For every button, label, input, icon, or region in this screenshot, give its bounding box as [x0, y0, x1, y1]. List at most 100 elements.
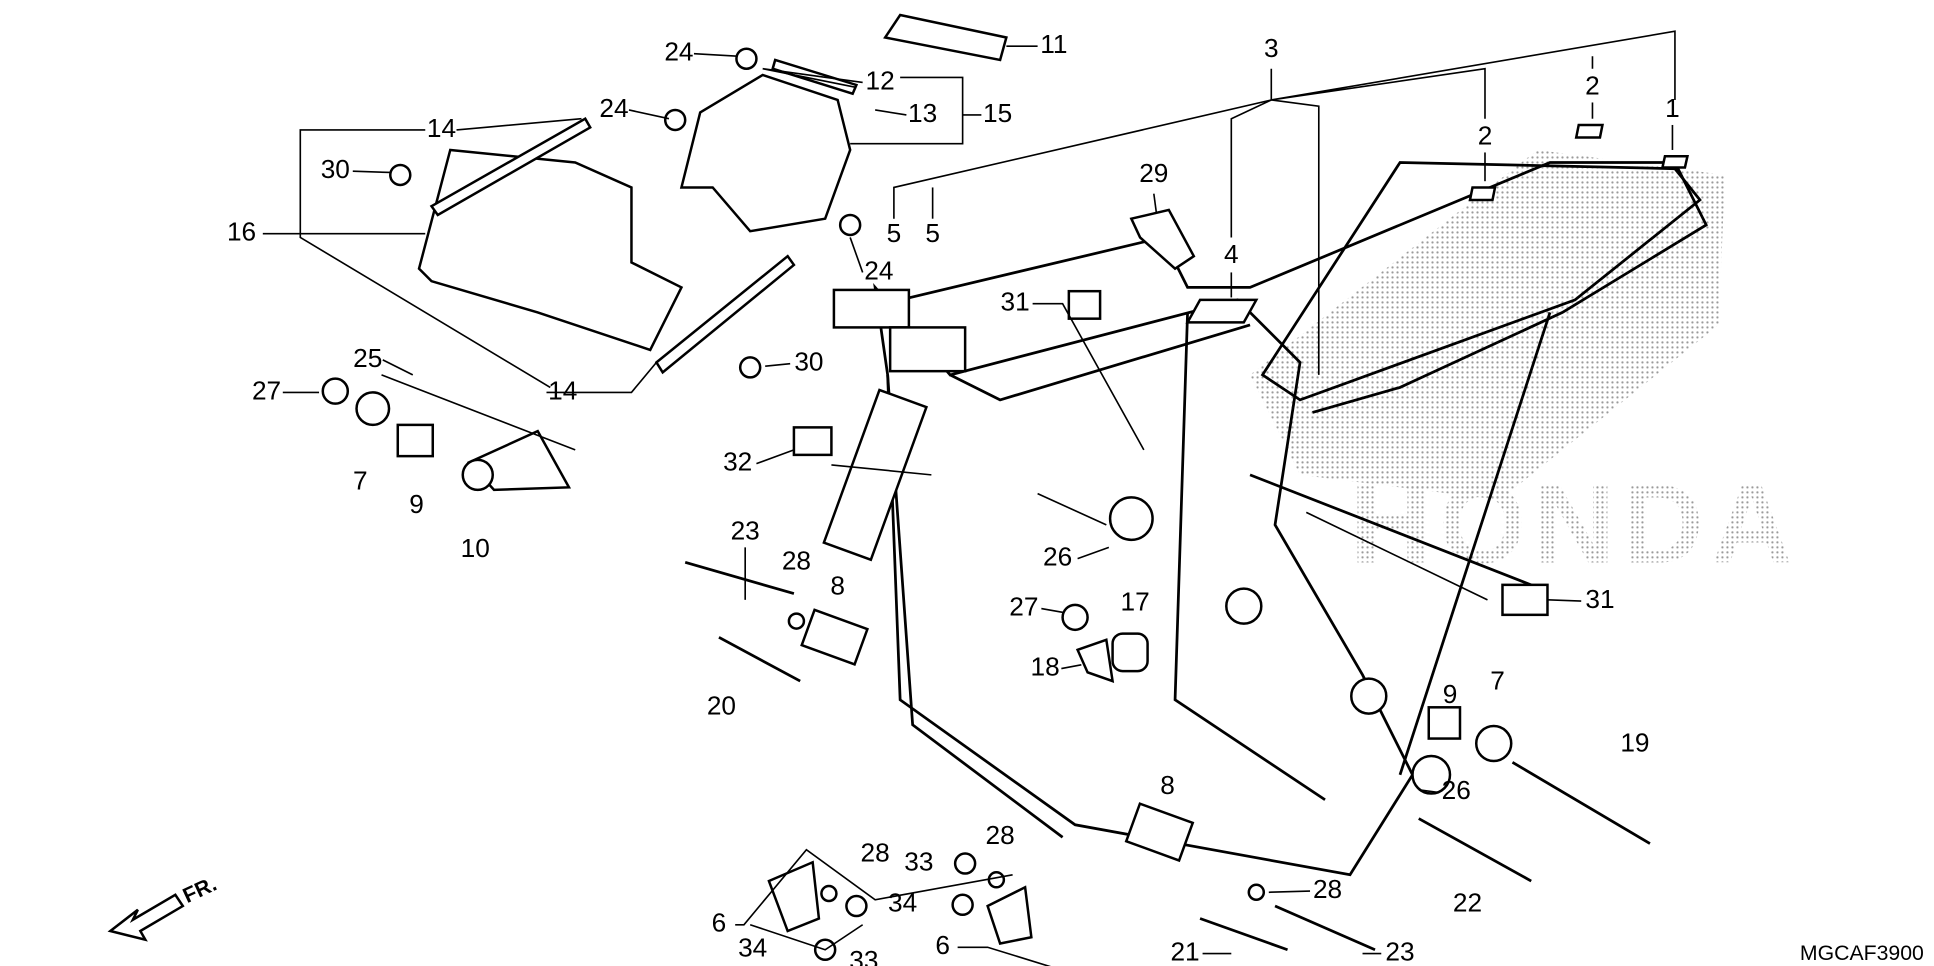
callout-16: 16 — [227, 217, 256, 247]
callout-17: 17 — [1120, 587, 1149, 617]
watermark-text: HONDA — [1350, 460, 1800, 586]
callout-6: 6 — [935, 930, 950, 960]
part-12-strip — [771, 58, 859, 96]
callout-10: 10 — [461, 533, 490, 563]
leader-line — [693, 52, 738, 58]
callout-21: 21 — [1170, 936, 1199, 966]
callout-27: 27 — [1009, 592, 1038, 622]
callout-3: 3 — [1264, 33, 1279, 63]
part-14-strip — [654, 254, 796, 375]
part-31-clip — [1067, 289, 1102, 320]
part-2-label — [1574, 123, 1604, 139]
callout-20: 20 — [707, 690, 736, 720]
callout-31: 31 — [1001, 287, 1030, 317]
leader-line — [762, 67, 863, 89]
callout-15: 15 — [983, 98, 1012, 128]
figure-code: MGCAF3900 — [1800, 941, 1924, 965]
part-1-label — [1660, 154, 1689, 169]
part-26-bushing — [1108, 496, 1154, 542]
callout-23: 23 — [1385, 936, 1414, 966]
honda-watermark: HONDA — [1250, 149, 1800, 586]
part-17-collar — [1111, 632, 1149, 673]
leader-line — [765, 362, 791, 367]
callout-18: 18 — [1031, 652, 1060, 682]
part-29-clamp — [1129, 208, 1196, 271]
callout-7: 7 — [1490, 665, 1505, 695]
callout-13: 13 — [908, 98, 937, 128]
callout-30: 30 — [794, 347, 823, 377]
leader-line — [850, 76, 982, 145]
part-2-label — [1468, 186, 1497, 202]
callout-28: 28 — [986, 820, 1015, 850]
part-7-bushing — [1474, 724, 1513, 763]
callout-34: 34 — [738, 933, 767, 963]
leader-line — [1268, 890, 1311, 894]
part-18-plate — [1075, 638, 1115, 683]
callout-9: 9 — [1443, 679, 1458, 709]
part-14-strip — [429, 117, 592, 217]
callout-30: 30 — [321, 154, 350, 184]
callout-5: 5 — [925, 218, 940, 248]
leader-line — [1037, 492, 1110, 560]
callout-31: 31 — [1585, 584, 1614, 614]
front-label: FR. — [179, 872, 220, 908]
callout-24: 24 — [599, 93, 628, 123]
leader-line — [1418, 788, 1438, 794]
part-16-tray — [417, 148, 684, 352]
callout-14: 14 — [427, 113, 456, 143]
part-21-bolt — [1199, 917, 1289, 952]
leader-line — [299, 117, 582, 389]
callout-25: 25 — [353, 343, 382, 373]
part-9-collar — [1427, 706, 1462, 740]
callout-9: 9 — [409, 489, 424, 519]
leader-line — [893, 30, 1676, 375]
front-direction-marker: FR. — [107, 872, 220, 942]
leader-line — [1061, 664, 1082, 670]
leader-line — [957, 946, 1052, 966]
callout-4: 4 — [1224, 239, 1239, 269]
leader-line — [756, 449, 932, 476]
callout-23: 23 — [731, 515, 760, 545]
part-31-clip — [1501, 583, 1549, 617]
callout-24: 24 — [664, 37, 693, 67]
callout-29: 29 — [1139, 158, 1168, 188]
callout-28: 28 — [861, 838, 890, 868]
leader-line — [875, 109, 907, 116]
part-5-pad — [832, 288, 911, 329]
part-26-bushing — [1411, 754, 1452, 795]
leader-line — [1032, 302, 1145, 451]
part-6-plate — [986, 885, 1033, 945]
callout-1: 1 — [1665, 93, 1680, 123]
part-22-bolt — [1418, 817, 1532, 883]
leader-line — [849, 237, 864, 273]
leader-line — [381, 359, 576, 451]
callout-7: 7 — [353, 465, 368, 495]
part-27-nut — [1061, 603, 1089, 632]
callout-14: 14 — [548, 375, 577, 405]
callout-8: 8 — [830, 570, 845, 600]
callout-11: 11 — [1040, 29, 1067, 59]
callout-28: 28 — [1313, 874, 1342, 904]
part-20-bolt — [718, 636, 801, 683]
callout-26: 26 — [1442, 775, 1471, 805]
leader-line — [628, 109, 670, 120]
leader-line — [546, 361, 658, 394]
callout-2: 2 — [1585, 70, 1600, 100]
leader-line — [735, 848, 1013, 951]
leader-line — [1041, 607, 1063, 614]
leader-line — [1305, 511, 1582, 602]
leader-lines — [262, 30, 1676, 966]
part-23-bolt — [1274, 904, 1376, 952]
leader-line — [352, 170, 391, 174]
part-15-box — [679, 73, 852, 233]
callout-8: 8 — [1160, 770, 1175, 800]
part-8-collar — [1124, 802, 1195, 863]
callout-24: 24 — [864, 255, 893, 285]
callout-26: 26 — [1043, 542, 1072, 572]
front-arrow-icon — [107, 893, 185, 942]
callout-32: 32 — [723, 447, 752, 477]
callout-27: 27 — [252, 375, 281, 405]
parts-artwork — [321, 13, 1708, 962]
